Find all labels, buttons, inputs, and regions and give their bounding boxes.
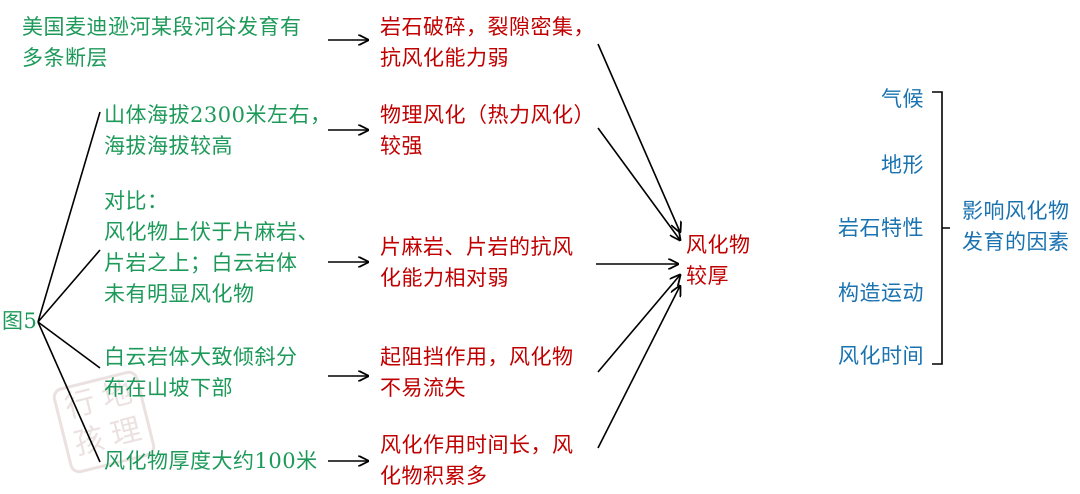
cause-item: 物理风化（热力风化） 较强 — [380, 103, 595, 158]
root-branch-line — [37, 249, 101, 323]
cause-item: 片麻岩、片岩的抗风 化能力相对弱 — [380, 235, 574, 290]
evidence-item: 美国麦迪逊河某段河谷发育有 多条断层 — [22, 15, 302, 70]
evidence-item: 白云岩体大致倾斜分 布在山坡下部 — [104, 345, 298, 400]
cause-item: 风化作用时间长，风 化物积累多 — [380, 433, 574, 488]
evidence-item: 对比： 风化物上伏于片麻岩、 片岩之上；白云岩体 未有明显风化物 — [104, 189, 319, 306]
factor-item: 气候 — [881, 87, 924, 111]
evidence-item: 风化物厚度大约100米 — [104, 449, 318, 473]
factor-item: 岩石特性 — [838, 216, 924, 240]
cause-to-result-arrow — [597, 127, 680, 240]
cause-to-result-arrow — [597, 286, 680, 449]
root-branch-line — [37, 321, 101, 463]
factor-item: 构造运动 — [838, 281, 924, 305]
factor-bracket — [932, 91, 950, 365]
result-label: 风化物 较厚 — [686, 233, 751, 288]
cause-to-result-arrow — [597, 43, 680, 232]
cause-item: 岩石破碎，裂隙密集， 抗风化能力弱 — [380, 15, 595, 70]
root-label: 图5 — [2, 309, 38, 333]
root-branch-line — [37, 111, 101, 323]
factors-summary-label: 影响风化物 发育的因素 — [962, 199, 1070, 254]
factor-item: 地形 — [881, 153, 924, 177]
root-branch-line — [37, 321, 101, 369]
evidence-item: 山体海拔2300米左右， 海拔海拔较高 — [104, 103, 332, 158]
cause-to-result-arrow — [597, 275, 680, 373]
factor-item: 风化时间 — [838, 344, 924, 368]
cause-item: 起阻挡作用，风化物 不易流失 — [380, 345, 574, 400]
